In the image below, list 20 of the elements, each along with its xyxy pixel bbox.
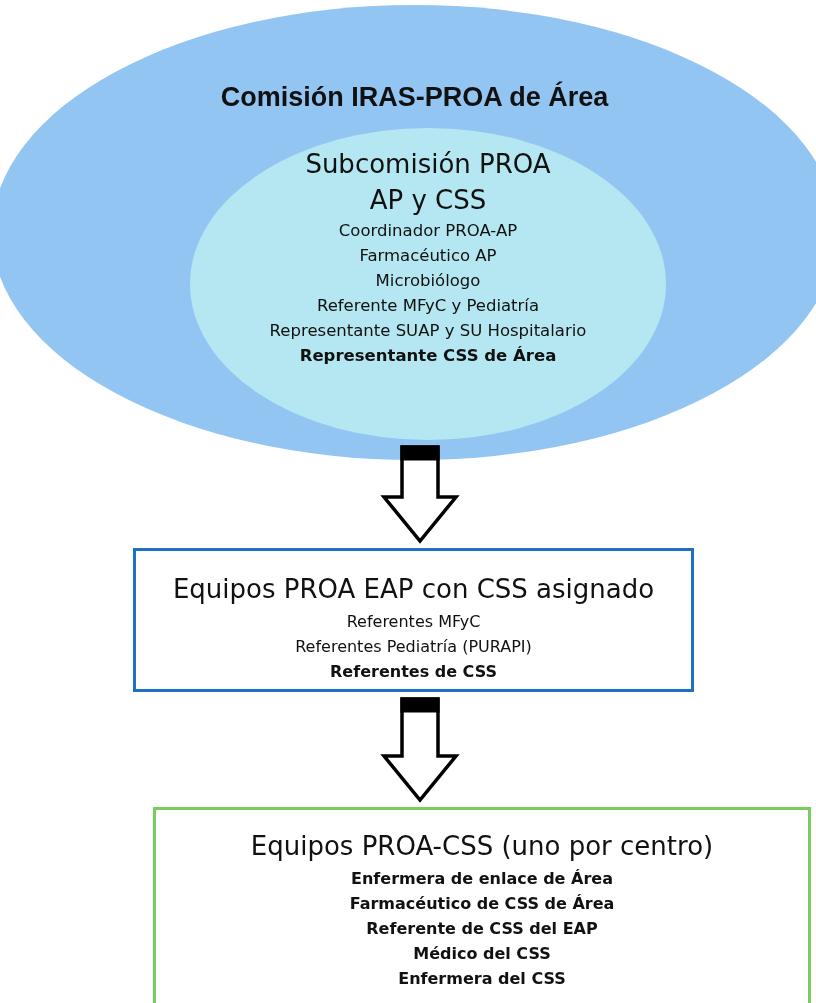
member-role: Enfermera de enlace de Área (351, 868, 613, 890)
member-role: Referentes de CSS (330, 661, 497, 683)
team-box (153, 807, 811, 1003)
subcommission-heading: Subcomisión PROA AP y CSS (304, 148, 552, 217)
member-role: Enfermera del CSS (398, 968, 566, 990)
member-role: Farmacéutico AP (359, 245, 497, 267)
member-role: Médico del CSS (413, 943, 551, 965)
commission-title: Comisión IRAS-PROA de Área (220, 80, 609, 114)
member-role: Representante SUAP y SU Hospitalario (269, 320, 587, 342)
member-role: Farmacéutico de CSS de Área (349, 893, 615, 915)
team-heading: Equipos PROA-CSS (uno por centro) (250, 830, 714, 863)
team-heading: Equipos PROA EAP con CSS asignado (172, 573, 655, 606)
member-role: Coordinador PROA-AP (338, 220, 518, 242)
member-role: Referente de CSS del EAP (366, 918, 598, 940)
member-role: Referente MFyC y Pediatría (316, 295, 540, 317)
member-role: Representante CSS de Área (299, 345, 557, 367)
member-role: Referentes MFyC (346, 611, 481, 633)
member-role: Microbiólogo (375, 270, 481, 292)
member-role: Referentes Pediatría (PURAPI) (295, 636, 532, 658)
team-box (133, 548, 694, 692)
